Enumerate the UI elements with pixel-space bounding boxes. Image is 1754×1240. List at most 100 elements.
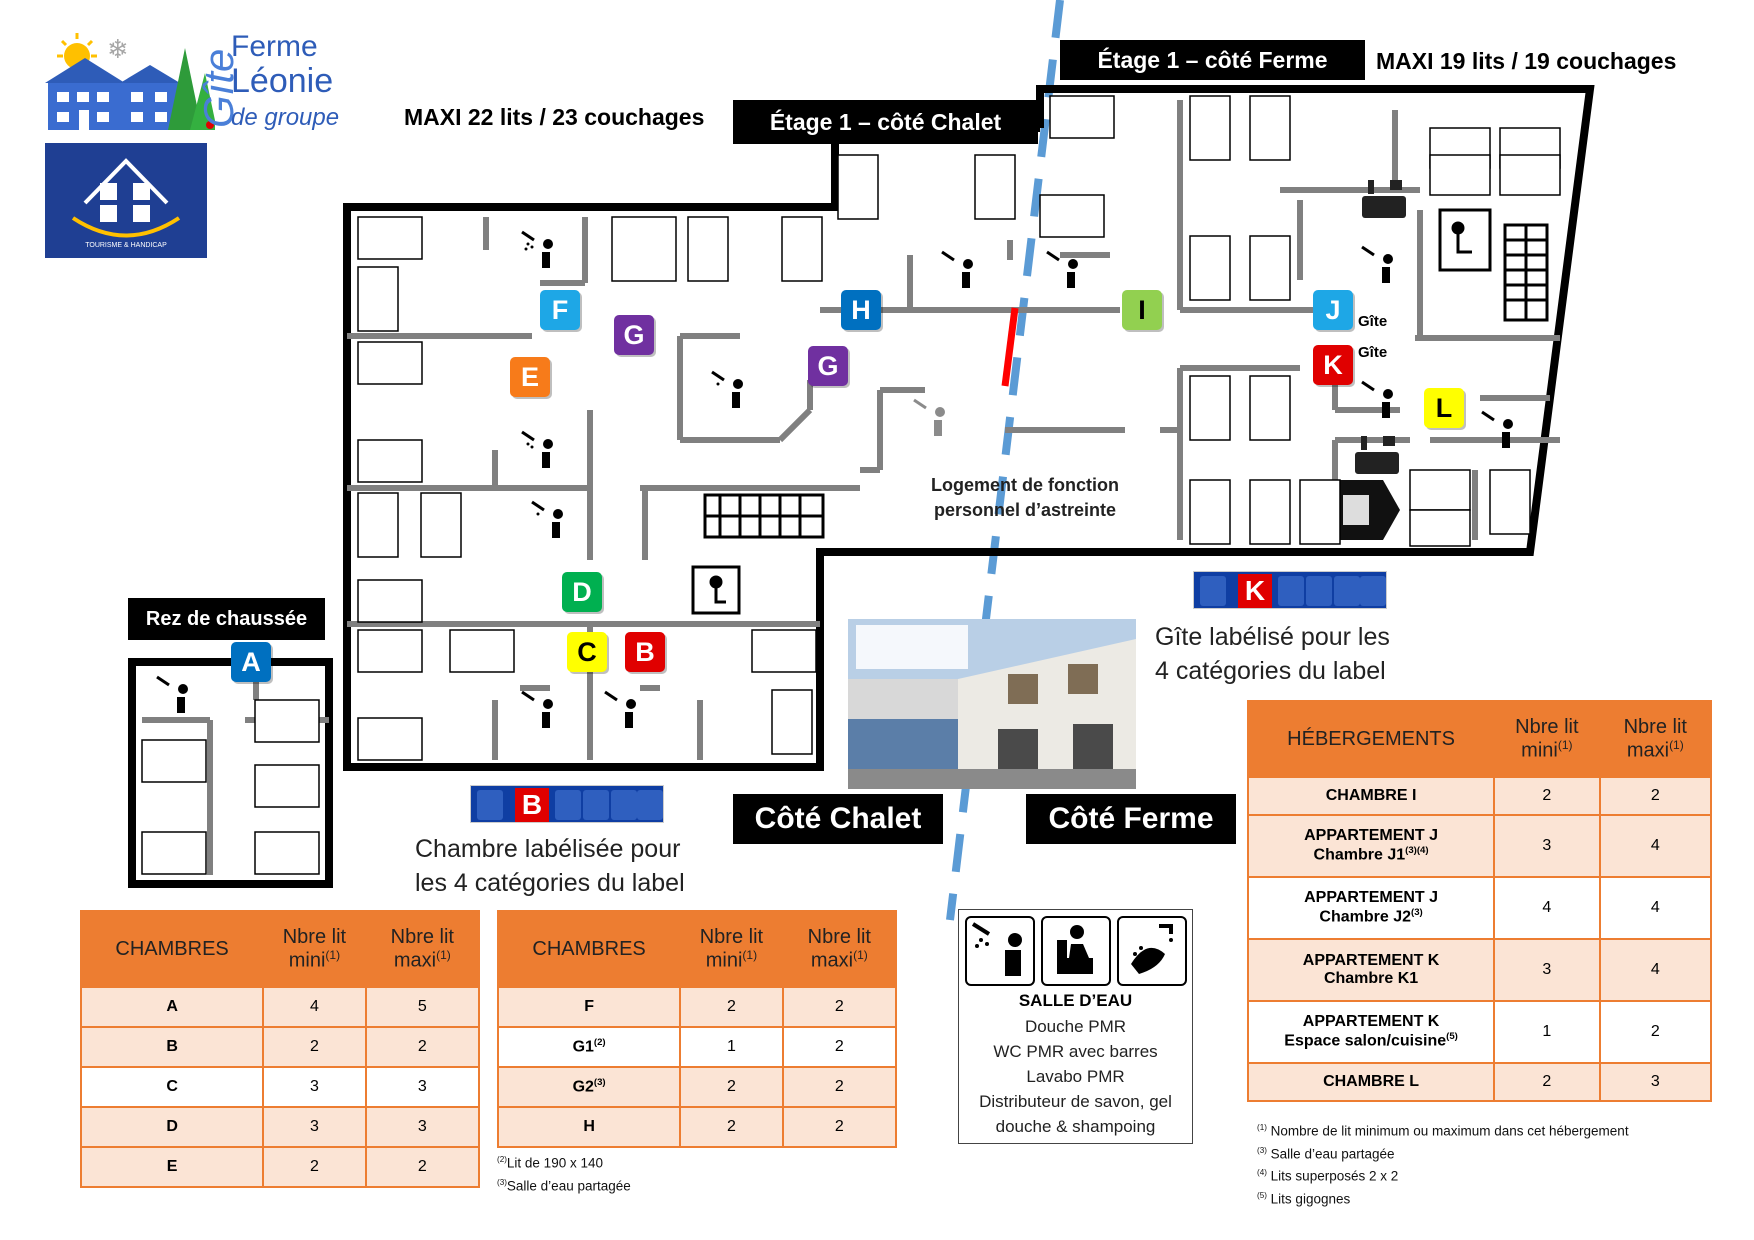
salle-line: Douche PMR — [1024, 1017, 1127, 1036]
table3-note: (4) Lits superposés 2 x 2 — [1257, 1163, 1629, 1186]
handwash-icon — [1117, 916, 1187, 986]
t1-header-chambres: CHAMBRES — [79, 910, 265, 988]
room-badge-g2: G — [808, 346, 848, 386]
logement-line1: Logement de fonction — [931, 475, 1119, 495]
table2-notes: (2)Lit de 190 x 140 (3)Salle d’eau parta… — [497, 1150, 631, 1195]
t3-line2-wrap: Espace salon/cuisine(5) — [1249, 1031, 1493, 1050]
label-strip-k-letter: K — [1238, 574, 1272, 608]
table-hebergements: HÉBERGEMENTS Nbre lit mini(1) Nbre lit m… — [1246, 700, 1713, 1102]
t3-mini: 3 — [1493, 938, 1601, 1002]
floor-tag-rez: Rez de chaussée — [128, 598, 325, 640]
t1-maxi: 3 — [364, 1106, 481, 1148]
room-badge-f: F — [540, 290, 580, 330]
outer-wall-rez — [128, 658, 333, 888]
table3-note-sup: (4) — [1257, 1168, 1267, 1177]
t2-name: G1(2) — [496, 1026, 682, 1068]
t1-name: B — [79, 1026, 265, 1068]
svg-text:❄: ❄ — [107, 34, 129, 64]
table-chambres-etage: CHAMBRES Nbre lit mini(1) Nbre lit maxi(… — [496, 910, 898, 1148]
t3-mini: 4 — [1493, 876, 1601, 940]
room-badge-d: D — [562, 572, 602, 612]
t1-maxi: 5 — [364, 986, 481, 1028]
t2-name-text: H — [583, 1118, 595, 1135]
handicap-caption: TOURISME & HANDICAP — [85, 242, 167, 249]
room-badge-k: K — [1313, 345, 1353, 385]
table3-note-text: Nombre de lit minimum ou maximum dans ce… — [1270, 1123, 1629, 1139]
t3-name: CHAMBRE I — [1246, 776, 1496, 816]
t2-name: H — [496, 1106, 682, 1148]
t3-sup: (3)(4) — [1405, 845, 1429, 857]
t2-header-mini-sup: (1) — [742, 947, 758, 962]
salle-eau-box: SALLE D’EAU Douche PMR WC PMR avec barre… — [958, 909, 1193, 1144]
t3-maxi: 2 — [1598, 1000, 1713, 1064]
t2-header-maxi-sup: (1) — [853, 947, 868, 962]
t2-name: G2(3) — [496, 1066, 682, 1108]
t1-mini: 3 — [262, 1066, 367, 1108]
building-photo-image — [848, 619, 1136, 789]
farmhouse-icon: ❄ — [45, 33, 217, 130]
table2-note-2: (2)Lit de 190 x 140 — [497, 1150, 631, 1173]
t1-name: A — [79, 986, 265, 1028]
logement-label: Logement de fonction personnel d’astrein… — [925, 473, 1125, 523]
red-separator — [1001, 307, 1019, 387]
capacity-chalet: MAXI 22 lits / 23 couchages — [404, 104, 705, 130]
t2-maxi: 2 — [781, 1066, 898, 1108]
floor-tag-etage-ferme: Étage 1 – côté Ferme — [1060, 40, 1365, 80]
t3-header-hebergements: HÉBERGEMENTS — [1246, 700, 1496, 778]
table3-note-text: Salle d’eau partagée — [1270, 1146, 1395, 1161]
t3-maxi: 2 — [1598, 776, 1713, 816]
logement-line2: personnel d’astreinte — [933, 500, 1117, 520]
t1-header-mini-sup: (1) — [325, 947, 341, 962]
t3-header-maxi-sup: (1) — [1669, 737, 1684, 752]
t3-mini: 1 — [1493, 1000, 1601, 1064]
t2-name-text: G1 — [572, 1038, 594, 1056]
label-caption-gite-2: 4 catégories du label — [1155, 657, 1386, 685]
table2-note-2-sup: (2) — [497, 1155, 507, 1164]
gite-label-k: Gîte — [1358, 344, 1388, 361]
t2-name-text: G2 — [572, 1078, 594, 1096]
salle-title: SALLE D’EAU — [1018, 991, 1133, 1010]
gite-label-j: Gîte — [1358, 313, 1388, 330]
t1-mini: 3 — [262, 1106, 367, 1148]
t3-line1: APPARTEMENT J — [1304, 889, 1439, 907]
t3-line2-wrap: Chambre K1 — [1249, 970, 1493, 988]
brand-name-line2: Léonie — [231, 62, 334, 100]
table2-note-3-sup: (3) — [497, 1177, 507, 1187]
t2-header-maxi-text: Nbre lit maxi — [807, 925, 871, 972]
t3-maxi: 3 — [1598, 1062, 1713, 1102]
table3-note-text: Lits superposés 2 x 2 — [1270, 1168, 1399, 1184]
handicap-label-icon — [71, 158, 181, 238]
t2-header-mini: Nbre lit mini(1) — [679, 910, 784, 988]
floor-tag-etage-chalet: Étage 1 – côté Chalet — [733, 100, 1038, 144]
t1-maxi: 3 — [364, 1066, 481, 1108]
t2-name-text: F — [584, 998, 594, 1015]
brand-logo: ❄ Gîte Ferme Léonie de groupe — [45, 28, 385, 133]
toilet-icon — [1041, 916, 1111, 986]
t2-name: F — [496, 986, 682, 1028]
t3-line1: APPARTEMENT J — [1304, 827, 1439, 845]
t3-line2: Chambre K1 — [1323, 970, 1419, 987]
brand-name-line1: Ferme — [231, 30, 318, 63]
t3-sup: (3) — [1411, 907, 1423, 919]
t2-mini: 1 — [679, 1026, 784, 1068]
room-badge-g1: G — [614, 315, 654, 355]
t1-header-maxi-text: Nbre lit maxi — [390, 925, 454, 972]
shower-icon — [965, 916, 1035, 986]
table3-notes: (1) Nombre de lit minimum ou maximum dan… — [1257, 1118, 1629, 1208]
table2-note-3-text: Salle d’eau partagée — [506, 1178, 631, 1193]
t3-header-maxi: Nbre lit maxi(1) — [1598, 700, 1713, 778]
room-badge-e: E — [510, 357, 550, 397]
room-badge-c: C — [567, 632, 607, 672]
shower-icons — [156, 230, 1513, 728]
kitchen-icon — [1355, 180, 1406, 474]
label-strip-b: B — [470, 785, 664, 823]
t2-header-maxi: Nbre lit maxi(1) — [781, 910, 898, 988]
